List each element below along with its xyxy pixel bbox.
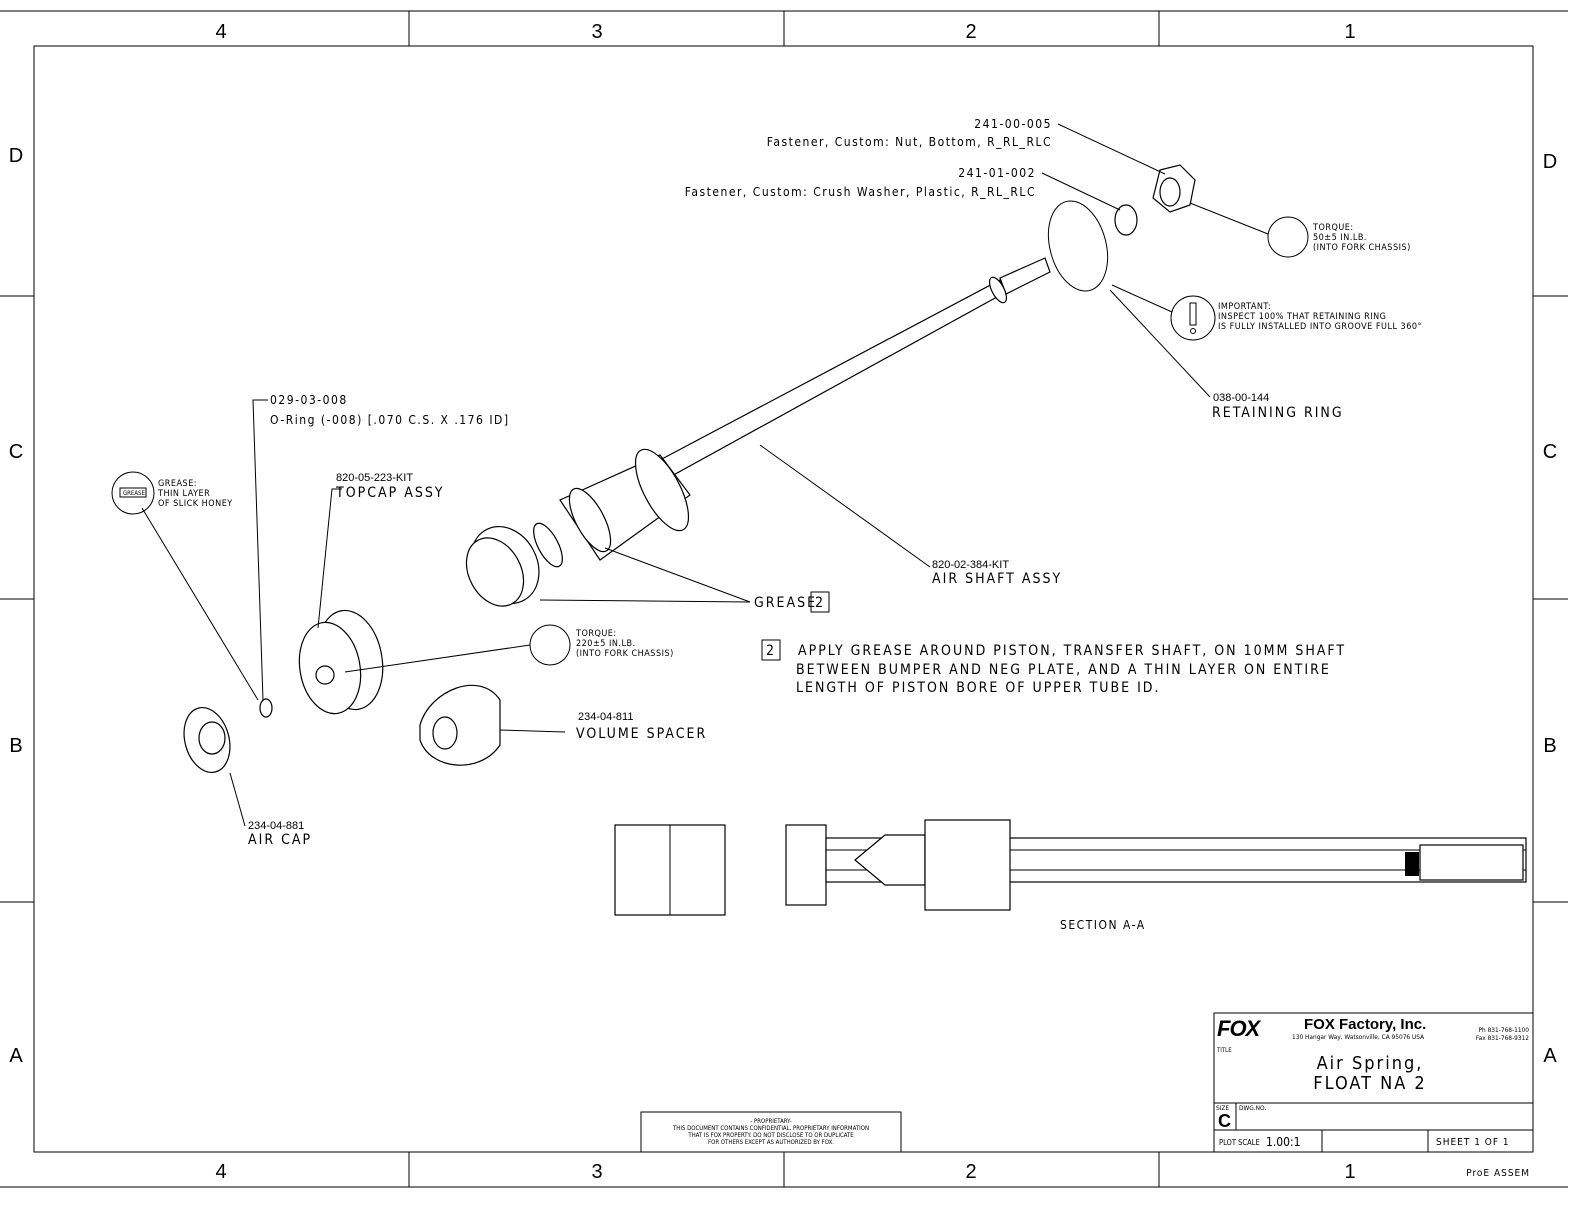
svg-text:THIS DOCUMENT CONTAINS CONFIDE: THIS DOCUMENT CONTAINS CONFIDENTIAL, PRO… (672, 1125, 869, 1132)
torque-wrench-icon (529, 624, 571, 666)
zone-row: D (9, 145, 23, 167)
title-block: FOX FOX Factory, Inc. 130 Hangar Way, Wa… (1213, 1012, 1534, 1179)
important-line1: INSPECT 100% THAT RETAINING RING (1218, 312, 1386, 322)
company-name: FOX Factory, Inc. (1304, 1016, 1426, 1033)
grease-note-2: 2 APPLY GREASE AROUND PISTON, TRANSFER S… (761, 639, 1346, 696)
zone-row: B (1543, 735, 1556, 757)
important-title: IMPORTANT: (1218, 302, 1271, 312)
topcap-part-no: 820-05-223-KIT (336, 472, 413, 484)
retaining-ring-part-no: 038-00-144 (1213, 392, 1269, 404)
proprietary-notice: - PROPRIETARY- THIS DOCUMENT CONTAINS CO… (640, 1111, 902, 1153)
volume-spacer-name: VOLUME SPACER (576, 726, 707, 742)
model-type: ProE ASSEM (1466, 1168, 1530, 1179)
size-label: SIZE (1216, 1104, 1229, 1112)
retaining-ring-drawing (1047, 200, 1109, 292)
washer-part-no: 241-01-002 (958, 166, 1036, 180)
plot-scale-value: 1.00:1 (1266, 1135, 1301, 1149)
zone-col: 2 (965, 1161, 976, 1183)
zone-row: A (9, 1045, 23, 1067)
torque-nut-note: (INTO FORK CHASSIS) (1313, 243, 1411, 253)
section-view (614, 819, 1527, 916)
important-line2: IS FULLY INSTALLED INTO GROOVE FULL 360° (1218, 322, 1422, 332)
company-address: 130 Hangar Way, Watsonville, CA 95076 US… (1292, 1033, 1424, 1041)
zone-row: A (1543, 1045, 1557, 1067)
section-label: SECTION A-A (1060, 918, 1146, 932)
zone-col: 1 (1344, 21, 1355, 43)
washer-drawing (1114, 204, 1138, 236)
volume-spacer-drawing (419, 684, 501, 766)
nut-drawing (1152, 164, 1196, 213)
zone-col: 1 (1344, 1161, 1355, 1183)
svg-text:FOR OTHERS EXCEPT AS AUTHORIZE: FOR OTHERS EXCEPT AS AUTHORIZED BY FOX. (708, 1139, 834, 1146)
zone-col: 4 (215, 21, 226, 43)
grease-ref-label: GREASE (754, 595, 817, 611)
grease-note-title: GREASE: (158, 479, 197, 489)
torque-topcap-title: TORQUE: (575, 629, 617, 639)
washer-desc: Fastener, Custom: Crush Washer, Plastic,… (685, 185, 1036, 199)
air-cap-drawing (183, 707, 231, 773)
oring-desc: O-Ring (-008) [.070 C.S. X .176 ID] (270, 413, 510, 427)
dwg-no-label: DWG.NO. (1239, 1104, 1266, 1112)
zone-row: C (1543, 441, 1557, 463)
svg-text:THAT IS FOX PROPERTY. DO NOT: THAT IS FOX PROPERTY. DO NOT DISCLOSE TO… (687, 1132, 854, 1139)
note-line: APPLY GREASE AROUND PISTON, TRANSFER SHA… (798, 643, 1346, 659)
note-line: BETWEEN BUMPER AND NEG PLATE, AND A THIN… (796, 662, 1331, 678)
zone-col: 4 (215, 1161, 226, 1183)
topcap-drawing (298, 609, 384, 715)
zone-row: C (9, 441, 23, 463)
air-shaft-part-no: 820-02-384-KIT (932, 559, 1009, 571)
drawing-title-line1: Air Spring, (1317, 1053, 1424, 1074)
nut-part-no: 241-00-005 (974, 117, 1052, 131)
air-cap-name: AIR CAP (248, 832, 312, 848)
company-fax: Fax 831-768-9312 (1476, 1034, 1529, 1042)
note-line: LENGTH OF PISTON BORE OF UPPER TUBE ID. (796, 680, 1161, 696)
company-phone: Ph 831-768-1100 (1478, 1026, 1529, 1034)
zone-col: 2 (965, 21, 976, 43)
air-shaft-drawing (465, 257, 1051, 607)
leader-lines (141, 123, 1269, 827)
zone-row: D (1543, 151, 1557, 173)
torque-nut-title: TORQUE: (1312, 223, 1354, 233)
important-exclamation-icon (1170, 295, 1216, 341)
zone-col: 3 (591, 1161, 602, 1183)
torque-nut-value: 50±5 IN.LB. (1313, 233, 1367, 243)
fox-logo: FOX (1217, 1016, 1262, 1041)
air-cap-part-no: 234-04-881 (248, 820, 304, 832)
grease-note-line2: OF SLICK HONEY (158, 499, 233, 509)
drawing-title-line2: FLOAT NA 2 (1313, 1073, 1426, 1094)
oring-drawing (259, 698, 273, 718)
grease-ref-num: 2 (815, 595, 825, 611)
grease-icon (111, 471, 155, 515)
torque-topcap-note: (INTO FORK CHASSIS) (576, 649, 674, 659)
note-number: 2 (766, 643, 776, 659)
size-value: C (1218, 1111, 1231, 1131)
grease-note-line1: THIN LAYER (157, 489, 210, 499)
retaining-ring-name: RETAINING RING (1212, 405, 1344, 421)
svg-text:- PROPRIETARY-: - PROPRIETARY- (750, 1118, 791, 1125)
oring-part-no: 029-03-008 (270, 393, 348, 407)
zone-col: 3 (591, 21, 602, 43)
air-shaft-name: AIR SHAFT ASSY (932, 571, 1062, 587)
zone-row: B (9, 735, 22, 757)
topcap-name: TOPCAP ASSY (335, 485, 445, 501)
torque-wrench-icon (1267, 216, 1309, 258)
grease-icon-text: GREASE (123, 490, 145, 497)
sheet-number: SHEET 1 OF 1 (1436, 1137, 1510, 1148)
torque-topcap-value: 220±5 IN.LB. (576, 639, 636, 649)
zone-labels: 4 3 2 1 4 3 2 1 D C B A D C B A (9, 21, 1558, 1183)
plot-scale-label: PLOT SCALE (1219, 1138, 1260, 1147)
volume-spacer-part-no: 234-04-811 (578, 711, 633, 723)
nut-desc: Fastener, Custom: Nut, Bottom, R_RL_RLC (767, 135, 1052, 149)
title-label: TITLE (1216, 1047, 1232, 1054)
